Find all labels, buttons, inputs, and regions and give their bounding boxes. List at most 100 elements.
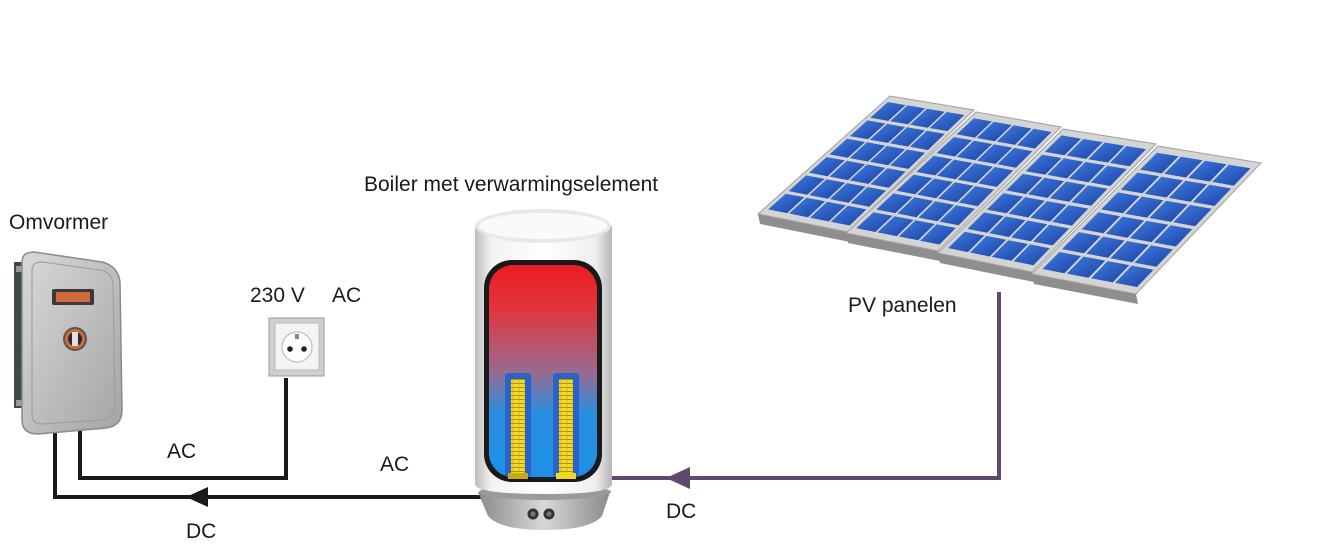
- pv-cell: [967, 212, 1004, 233]
- pv-cell: [956, 118, 992, 138]
- pv-cell: [1164, 156, 1203, 178]
- pv-cell: [876, 193, 913, 214]
- pv-cell: [918, 201, 955, 222]
- pv-cell: [870, 102, 906, 121]
- pv-cell: [1044, 135, 1082, 156]
- pv-cell: [1090, 165, 1127, 186]
- pv-cell: [1062, 232, 1101, 254]
- pv-cell: [829, 183, 866, 203]
- pv-cell: [1125, 196, 1164, 218]
- pv-cell: [890, 149, 926, 169]
- pv-cell: [1140, 152, 1179, 174]
- ac-wire-label: AC: [167, 440, 196, 463]
- ac-wire-inverter-boiler: [53, 424, 495, 499]
- panel-frame: [938, 253, 1034, 282]
- pv-cell: [1154, 225, 1193, 247]
- pv-cell: [1008, 197, 1045, 218]
- pv-cell: [936, 137, 972, 157]
- ac-wire-inverter-socket: [78, 378, 288, 480]
- pv-cell: [1081, 212, 1121, 234]
- pv-cell: [768, 193, 805, 214]
- pv-cell: [830, 205, 867, 226]
- pv-cell: [1192, 184, 1232, 206]
- heating-element-icon: [553, 373, 579, 479]
- socket-voltage-label: 230 V: [250, 284, 305, 307]
- pv-cell: [1013, 244, 1050, 266]
- pv-cell: [986, 193, 1024, 214]
- pv-cell: [997, 147, 1033, 168]
- pv-cell: [1032, 224, 1070, 246]
- pv-cell: [909, 108, 945, 128]
- pv-cell: [1069, 162, 1106, 183]
- inverter-label: Omvormer: [9, 211, 108, 234]
- pv-cell: [1027, 177, 1065, 198]
- pv-cell: [978, 167, 1014, 187]
- pv-cell: [1109, 146, 1146, 167]
- pv-cell: [1144, 176, 1184, 198]
- pv-cell: [1134, 245, 1173, 267]
- pv-cell: [1105, 216, 1145, 238]
- pv-cell: [1052, 205, 1089, 226]
- panel-frame: [846, 233, 940, 261]
- pv-cell: [917, 178, 953, 199]
- pv-cell: [929, 112, 965, 132]
- pv-cell: [989, 216, 1026, 237]
- pv-cell: [1047, 158, 1084, 179]
- pv-cell: [789, 197, 826, 218]
- pv-cell: [1086, 236, 1125, 258]
- dc-wire-label: DC: [186, 520, 216, 543]
- pv-cell: [869, 145, 906, 166]
- pv-cell: [810, 201, 846, 222]
- pv-cell: [1101, 192, 1140, 214]
- pv-cell: [897, 197, 934, 218]
- pv-cell: [788, 175, 825, 195]
- pv-cell: [809, 179, 846, 199]
- pv-cell: [870, 168, 906, 188]
- solar-inverter-icon: [14, 251, 123, 435]
- arrow-left-icon: [666, 467, 690, 489]
- pv-cell: [1011, 220, 1048, 242]
- pv-label: PV panelen: [848, 294, 957, 317]
- pv-cell: [890, 105, 926, 125]
- pv-cell: [1066, 139, 1103, 159]
- pv-cell: [948, 231, 985, 253]
- pv-cell: [829, 160, 866, 181]
- pv-cell: [970, 235, 1007, 257]
- pv-cell: [996, 125, 1032, 145]
- pv-cell: [991, 240, 1028, 261]
- pv-cell: [1025, 154, 1062, 175]
- pv-cell: [909, 130, 945, 150]
- pv-cell: [1091, 261, 1130, 283]
- pv-cell: [956, 140, 993, 161]
- pv-cell: [877, 216, 914, 237]
- pv-cell: [938, 182, 974, 203]
- pv-cell: [1129, 220, 1169, 243]
- boiler-label: Boiler met verwarmingselement: [364, 173, 658, 196]
- pv-cell: [937, 159, 973, 180]
- pv-cell: [898, 220, 935, 241]
- pv-cell: [1115, 265, 1154, 287]
- pv-cell: [1149, 200, 1188, 222]
- water-boiler-icon: [475, 209, 612, 530]
- pv-cell: [809, 157, 845, 177]
- dc-wire-label: DC: [666, 500, 696, 523]
- pv-cell: [1088, 142, 1125, 163]
- socket-type-label: AC: [332, 284, 361, 307]
- pv-cell: [1066, 256, 1106, 278]
- pv-cell: [916, 155, 953, 176]
- dc-wire-pv-boiler: [587, 292, 1001, 480]
- pv-cell: [889, 127, 925, 147]
- pv-cell: [976, 121, 1012, 142]
- pv-cell: [1120, 172, 1160, 194]
- pv-cell: [1042, 252, 1082, 274]
- panel-frame: [1030, 145, 1263, 295]
- pv-cell: [850, 187, 886, 207]
- pv-cell: [1016, 128, 1052, 149]
- pv-cell: [896, 174, 933, 195]
- wall-socket-icon: [268, 317, 325, 377]
- pv-cell: [829, 138, 866, 158]
- pv-cell: [920, 224, 956, 245]
- pv-cell: [977, 144, 1013, 164]
- solar-panel-icon: [756, 95, 1263, 304]
- pv-cell: [1006, 173, 1043, 194]
